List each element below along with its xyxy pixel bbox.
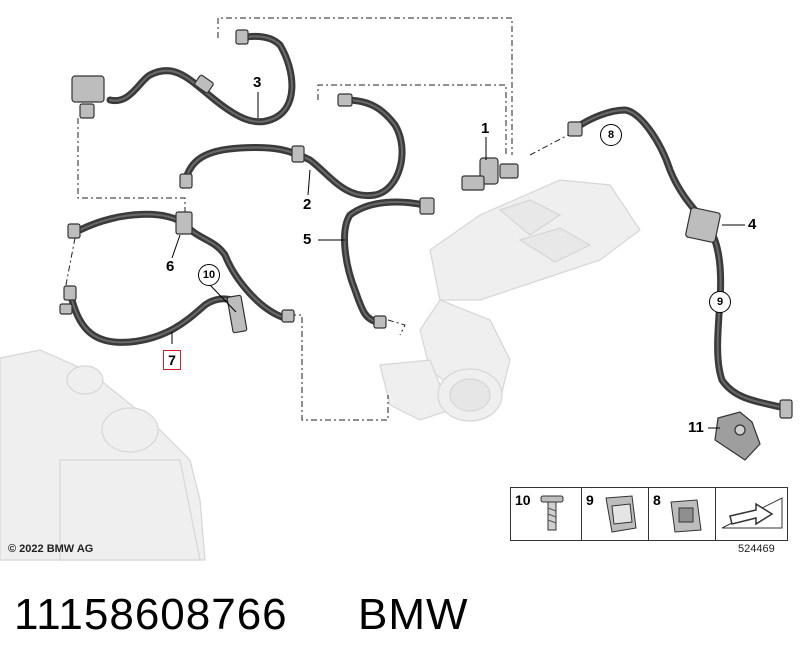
diagram-number: 524469 — [738, 543, 775, 555]
legend-label: 9 — [586, 492, 594, 508]
legend-cell-8: 8 — [649, 488, 716, 540]
clip-nut-icon — [670, 499, 702, 533]
hose-diagram-artwork — [0, 17, 793, 561]
copyright-notice: © 2022 BMW AG — [8, 543, 94, 555]
fastener-legend: 10 9 8 — [510, 487, 788, 541]
part-number: 11158608766 — [14, 590, 288, 639]
screw-icon — [540, 495, 564, 531]
callout-7-highlighted: 7 — [163, 350, 181, 370]
fittings — [59, 29, 793, 419]
circled-callout-9: 9 — [709, 291, 731, 313]
legend-label: 8 — [653, 492, 661, 508]
callout-3: 3 — [253, 74, 262, 91]
legend-label: 10 — [515, 492, 531, 508]
arrow-direction-icon — [721, 497, 783, 529]
callout-leaders — [171, 92, 745, 429]
legend-cell-arrow — [716, 488, 788, 540]
callout-4: 4 — [748, 216, 757, 233]
callout-6: 6 — [166, 258, 175, 275]
clip-icon — [605, 495, 637, 533]
legend-cell-9: 9 — [582, 488, 649, 540]
bracket-clip-11 — [714, 411, 761, 461]
leader-lines — [64, 17, 569, 421]
brand-name: BMW — [358, 590, 469, 639]
callout-2: 2 — [303, 196, 312, 213]
circled-callout-8: 8 — [600, 124, 622, 146]
legend-cell-10: 10 — [511, 488, 582, 540]
callout-1: 1 — [481, 120, 490, 137]
parts-diagram: 1 2 3 4 5 6 7 11 8 9 10 10 9 8 — [0, 17, 793, 561]
callout-11: 11 — [688, 419, 704, 436]
ghost-components — [0, 179, 641, 561]
callout-5: 5 — [303, 231, 312, 248]
circled-callout-10: 10 — [198, 264, 220, 286]
